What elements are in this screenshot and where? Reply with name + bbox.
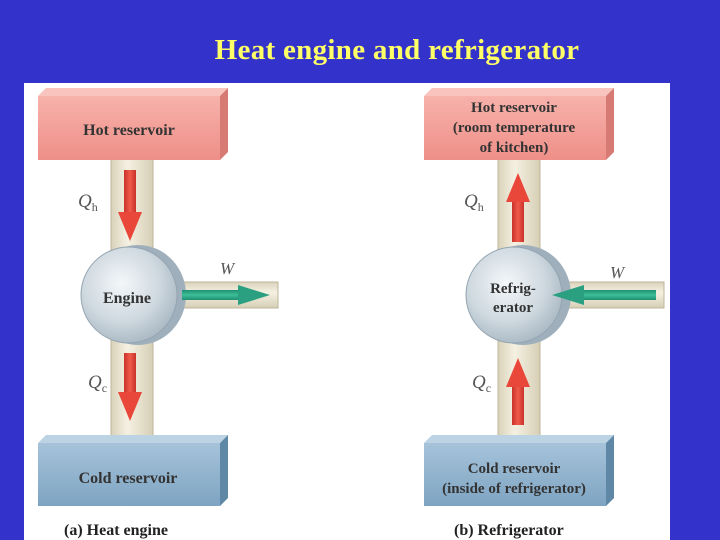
engine-cold-reservoir: Cold reservoir: [38, 435, 228, 506]
fridge-qc-label: Qc: [472, 372, 491, 395]
diagram-svg: Hot reservoir Cold reservoir Engine: [38, 88, 665, 539]
fridge-cold-reservoir: Cold reservoir (inside of refrigerator): [424, 435, 614, 506]
fridge-hot-reservoir: Hot reservoir (room temperature of kitch…: [424, 88, 614, 160]
fridge-qh-label: Qh: [464, 191, 484, 214]
fridge-cold-reservoir-line-1: Cold reservoir: [468, 461, 561, 477]
fridge-cold-reservoir-line-2: (inside of refrigerator): [442, 481, 586, 497]
fridge-label-line-1: Refrig-: [490, 281, 536, 297]
fridge-label-line-2: erator: [493, 300, 533, 316]
engine-qh-arrow: [118, 170, 142, 241]
fridge-hot-reservoir-line-3: of kitchen): [480, 140, 549, 156]
engine-hot-reservoir: Hot reservoir: [38, 88, 228, 160]
diagram-panel: Hot reservoir Cold reservoir Engine: [24, 83, 670, 540]
engine-caption: (a) Heat engine: [64, 522, 168, 539]
engine-label: Engine: [103, 290, 151, 307]
engine-cold-reservoir-label: Cold reservoir: [79, 470, 178, 487]
fridge-qh-arrow: [506, 173, 530, 242]
engine-hot-reservoir-label: Hot reservoir: [83, 122, 175, 139]
engine-work-arrow: [182, 285, 270, 305]
engine-disk: Engine: [80, 245, 186, 345]
fridge-qc-arrow: [506, 358, 530, 425]
fridge-caption: (b) Refrigerator: [454, 522, 564, 539]
heat-engine-diagram: Hot reservoir Cold reservoir Engine: [38, 88, 279, 539]
engine-work-label: W: [220, 259, 236, 278]
engine-qh-label: Qh: [78, 191, 98, 214]
fridge-work-label: W: [610, 263, 626, 282]
fridge-hot-reservoir-line-1: Hot reservoir: [471, 100, 557, 116]
fridge-hot-reservoir-line-2: (room temperature: [453, 120, 576, 136]
fridge-work-arrow: [552, 285, 656, 305]
engine-qc-label: Qc: [88, 372, 107, 395]
fridge-disk: Refrig- erator: [465, 245, 571, 345]
engine-qc-arrow: [118, 353, 142, 421]
refrigerator-diagram: Hot reservoir (room temperature of kitch…: [424, 88, 665, 539]
slide-title: Heat engine and refrigerator: [214, 34, 580, 66]
